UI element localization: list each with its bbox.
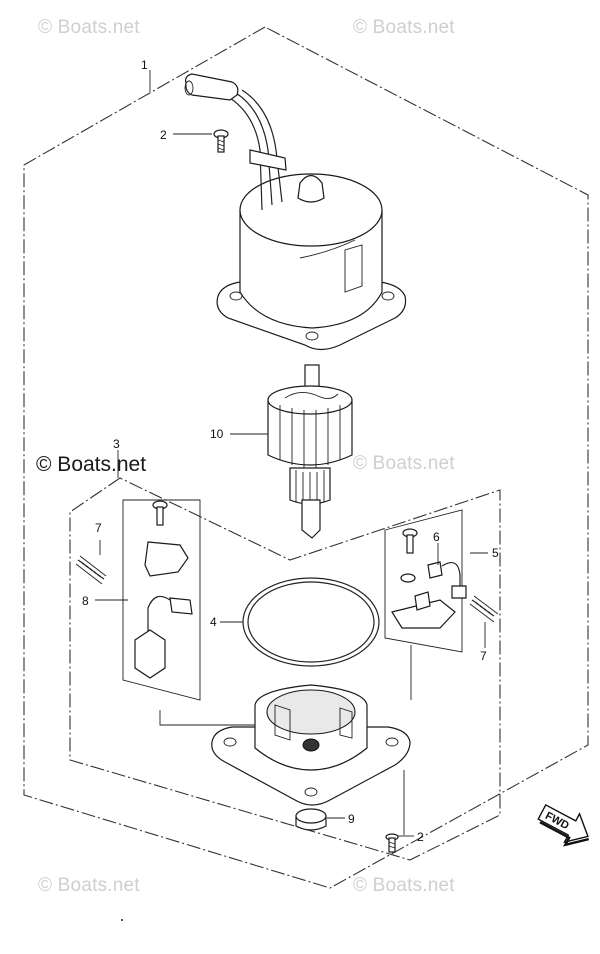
brush-holder-left — [122, 499, 201, 701]
motor-housing — [184, 73, 407, 351]
watermark-top-left: © Boats.net — [38, 17, 140, 38]
assembly-boundary — [23, 26, 589, 889]
stray-dot — [121, 919, 123, 921]
callout-7-left: 7 — [95, 521, 102, 535]
callout-2-bottom: 2 — [417, 830, 424, 844]
washer — [295, 808, 327, 831]
forward-arrow-icon: FWD — [537, 803, 590, 847]
subassembly-boundary — [69, 477, 501, 861]
link-line-left — [159, 710, 255, 726]
watermark-top-right: © Boats.net — [353, 17, 455, 38]
callout-3: 3 — [113, 437, 120, 451]
end-cap — [211, 684, 411, 806]
callout-10: 10 — [210, 427, 224, 441]
callout-8: 8 — [82, 594, 89, 608]
callout-1: 1 — [141, 58, 148, 72]
watermark-bottom-left: © Boats.net — [38, 875, 140, 896]
callout-2-top: 2 — [160, 128, 167, 142]
spring-right — [469, 595, 499, 623]
watermark-bottom-right: © Boats.net — [353, 875, 455, 896]
callout-7-right: 7 — [480, 649, 487, 663]
o-ring — [242, 577, 380, 667]
spring-left — [75, 555, 107, 585]
brush-holder-right — [384, 509, 467, 653]
watermark-mid-left: © Boats.net — [36, 453, 147, 476]
screw-top — [213, 129, 229, 153]
callout-9: 9 — [348, 812, 355, 826]
callout-6: 6 — [433, 530, 440, 544]
bolt-bottom — [385, 833, 399, 853]
leader-lines — [95, 70, 488, 837]
armature — [267, 364, 353, 539]
callout-4: 4 — [210, 615, 217, 629]
watermark-mid-right: © Boats.net — [353, 453, 455, 474]
link-line — [403, 645, 412, 835]
callout-5: 5 — [492, 546, 499, 560]
